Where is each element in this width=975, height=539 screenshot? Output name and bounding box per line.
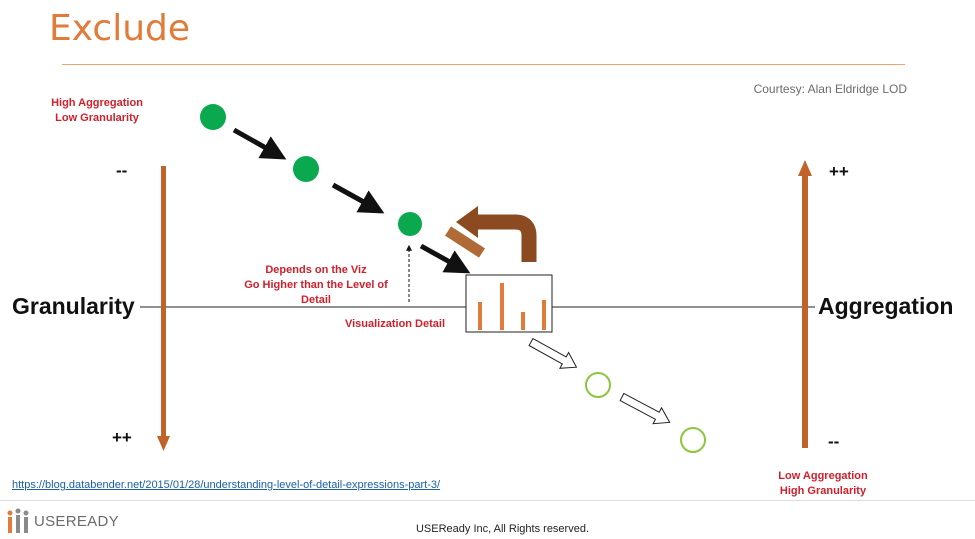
high-aggregation-label: High Aggregation Low Granularity xyxy=(51,97,143,124)
right-top-sign: ++ xyxy=(829,162,849,181)
left-axis-arrow xyxy=(157,166,170,451)
low-aggregation-label: Low Aggregation High Granularity xyxy=(778,470,868,497)
logo-icon xyxy=(7,508,29,533)
logo-text: USEREADY xyxy=(34,512,119,530)
title-divider xyxy=(62,64,905,65)
aggregation-label: Aggregation xyxy=(818,293,954,319)
hollow-arrow-1 xyxy=(528,337,578,369)
outline-node-1 xyxy=(585,372,611,398)
right-bottom-sign: -- xyxy=(828,432,840,451)
left-top-sign: -- xyxy=(116,161,128,180)
copyright-text: USEReady Inc, All Rights reserved. xyxy=(415,523,590,535)
flow-arrow-2 xyxy=(331,182,385,214)
right-axis-arrow xyxy=(798,160,812,448)
userready-logo: USEREADY xyxy=(6,508,119,534)
outline-node-2 xyxy=(680,427,706,453)
flow-arrow-1 xyxy=(232,127,287,160)
slide-title: Exclude xyxy=(49,8,191,49)
courtesy-note: Courtesy: Alan Eldridge LOD xyxy=(753,82,907,96)
viz-mini-bars xyxy=(478,283,546,330)
source-link[interactable]: https://blog.databender.net/2015/01/28/u… xyxy=(12,479,441,491)
granularity-label: Granularity xyxy=(12,293,135,319)
footer-divider xyxy=(0,500,975,501)
left-bottom-sign: ++ xyxy=(112,428,132,447)
curved-back-arrow xyxy=(445,206,537,262)
hollow-arrow-2 xyxy=(619,392,671,425)
flow-arrow-3 xyxy=(419,243,471,274)
depends-on-viz-label: Depends on the Viz Go Higher than the Le… xyxy=(244,264,388,306)
green-node-2 xyxy=(293,156,319,182)
visualization-detail-label: Visualization Detail xyxy=(344,318,446,330)
green-node-1 xyxy=(200,104,226,130)
green-node-3 xyxy=(398,212,422,236)
